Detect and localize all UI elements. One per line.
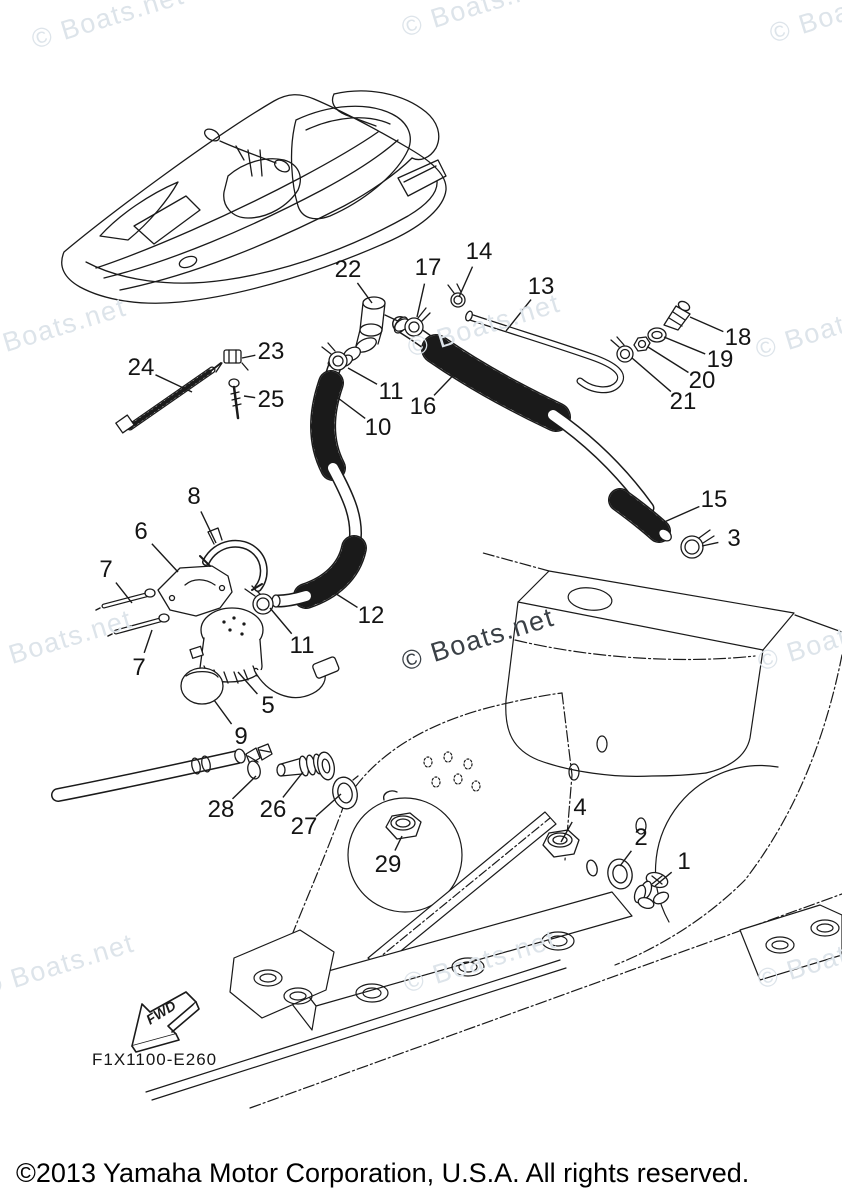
hose-clamp-3 xyxy=(680,529,715,559)
hose-clamp-17 xyxy=(404,307,431,337)
washer-2 xyxy=(607,858,633,890)
drain-plug-1 xyxy=(633,871,670,910)
hose-clamp-14 xyxy=(447,283,466,308)
washer-27 xyxy=(332,775,359,810)
pilot-tube-13 xyxy=(465,310,625,394)
jet-ski-drawing xyxy=(61,90,447,304)
hose-clamp-11b xyxy=(244,585,274,615)
nut-20 xyxy=(633,336,651,352)
screw-7b xyxy=(107,613,170,637)
hose-clamp-11a xyxy=(321,342,348,371)
tank-drawing xyxy=(482,552,795,777)
bilge-pump-5 xyxy=(189,607,340,699)
screw-25 xyxy=(228,378,242,420)
fitting-26 xyxy=(276,751,335,781)
nut-4 xyxy=(542,829,598,877)
clamp-8 xyxy=(199,527,268,592)
screw-7a xyxy=(95,588,156,611)
cable-tie-24 xyxy=(115,362,222,434)
clamp-23 xyxy=(215,349,249,373)
washer-19 xyxy=(647,327,667,343)
copyright-text: ©2013 Yamaha Motor Corporation, U.S.A. A… xyxy=(16,1158,750,1188)
spring-clamp-28 xyxy=(245,743,273,780)
outlet-pipe xyxy=(51,748,246,802)
clamp-21 xyxy=(610,336,634,363)
diagram-code: F1X1100-E260 xyxy=(92,1050,218,1069)
breather-hose-10-12 xyxy=(271,356,367,609)
fwd-arrow xyxy=(131,991,200,1053)
cap-9 xyxy=(180,667,224,705)
bracket-6 xyxy=(157,565,233,617)
nipple-18 xyxy=(663,300,691,331)
hull-drawing xyxy=(145,614,842,1109)
nut-29 xyxy=(383,790,422,840)
